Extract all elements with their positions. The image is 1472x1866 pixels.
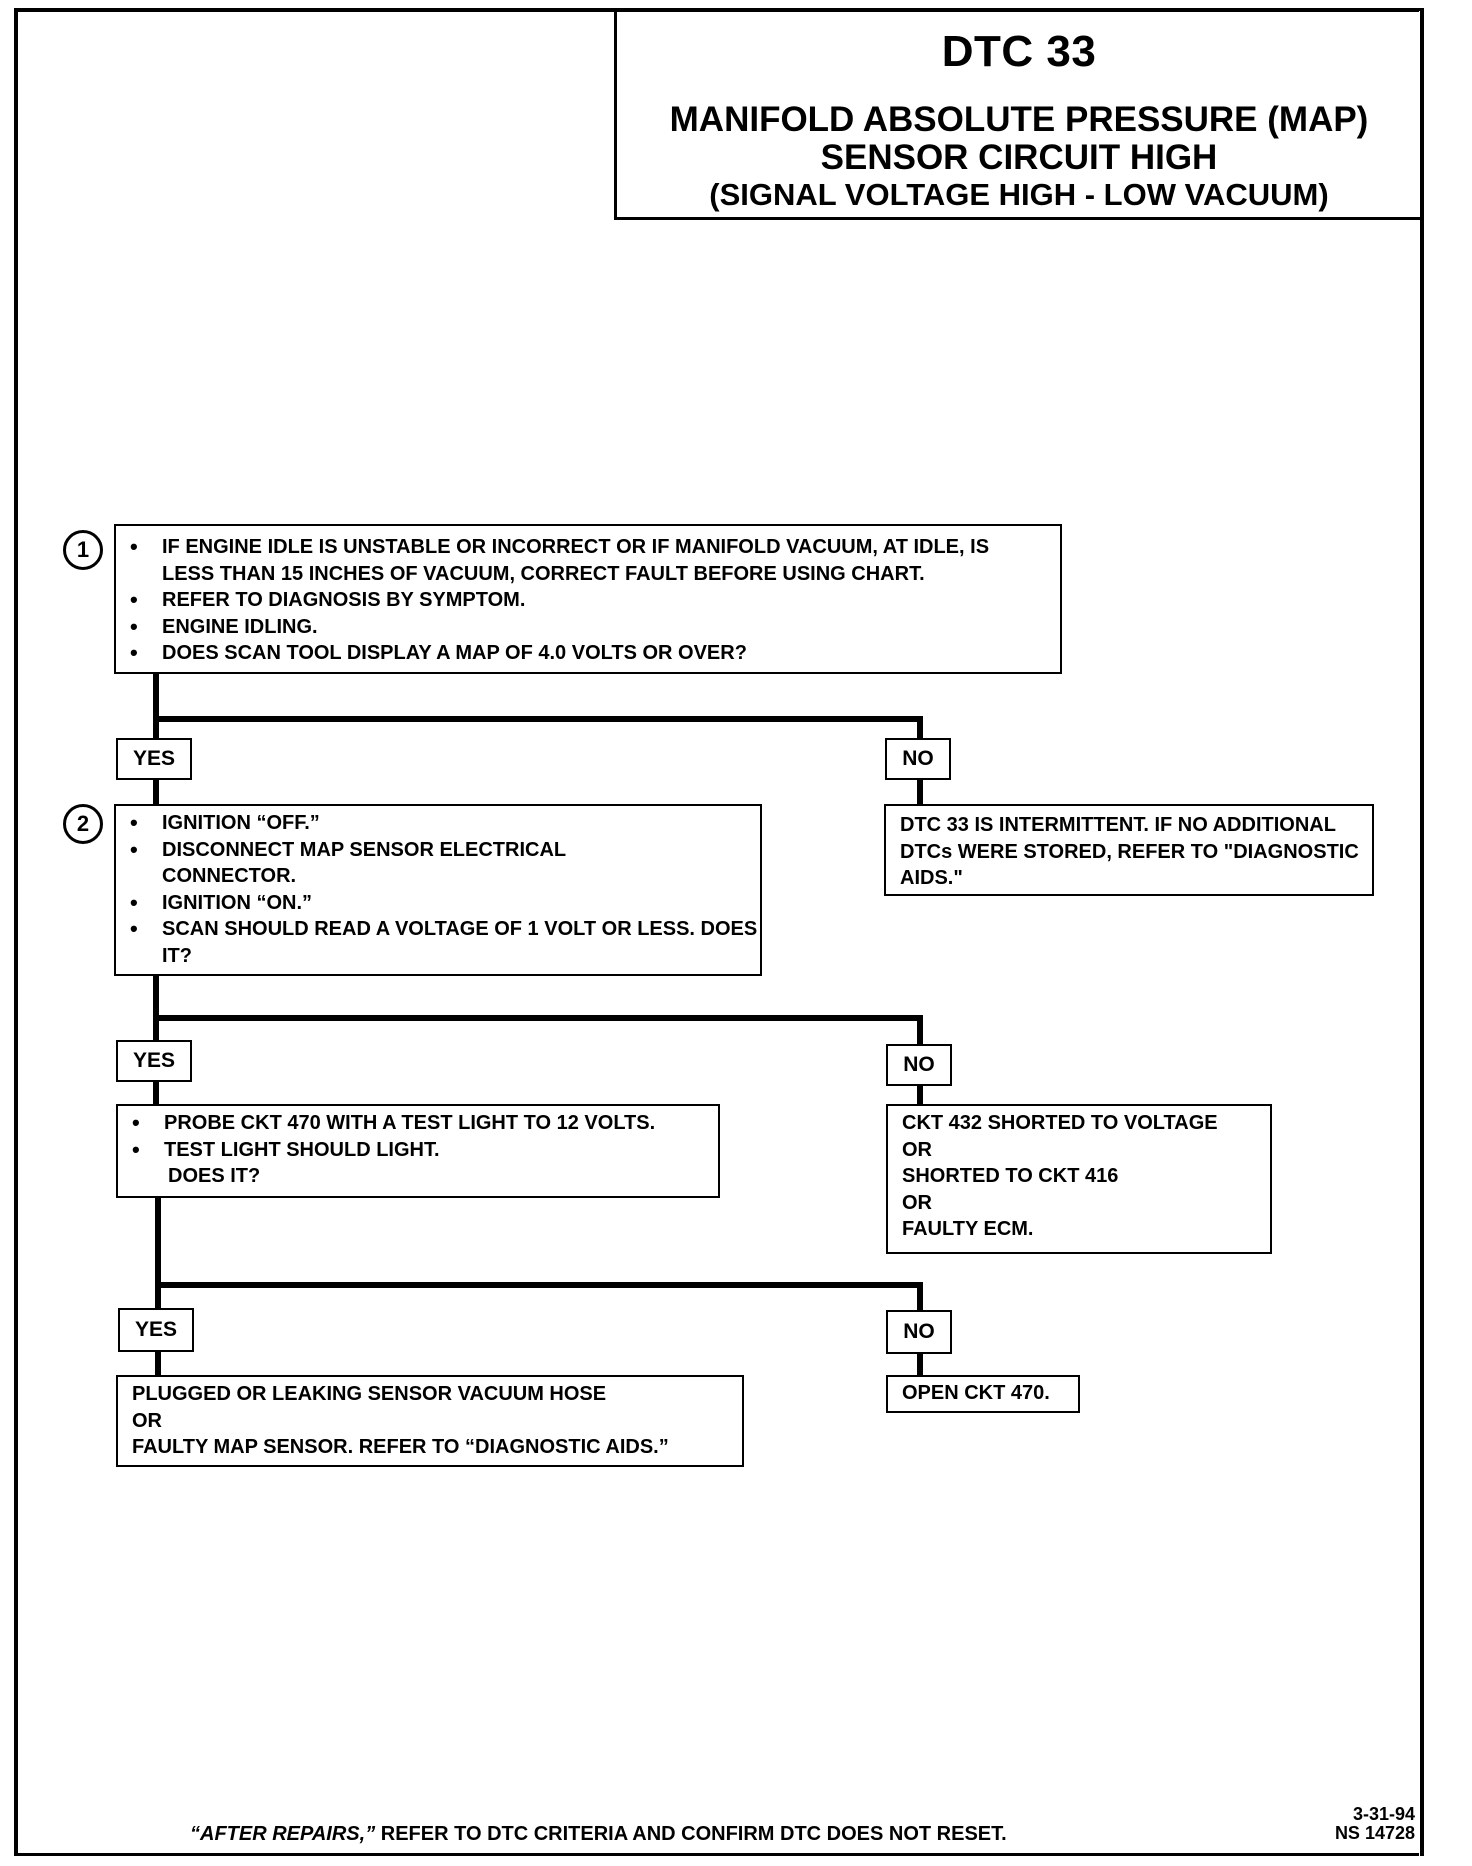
no-label-1: NO (885, 738, 951, 780)
no-2-line: OR (902, 1191, 932, 1214)
step-2-box: IGNITION “OFF.” DISCONNECT MAP SENSOR EL… (114, 804, 762, 976)
step-2-item: IGNITION “OFF.” (116, 810, 760, 837)
step-2-item: DISCONNECT MAP SENSOR ELECTRICAL CONNECT… (116, 837, 760, 890)
step-3-question: DOES IT? (168, 1165, 261, 1187)
document-date: 3-31-94 (1352, 1804, 1415, 1824)
after-repairs-text: REFER TO DTC CRITERIA AND CONFIRM DTC DO… (375, 1823, 1007, 1845)
step-2-item: IGNITION “ON.” (116, 890, 760, 917)
title-box: DTC 33 MANIFOLD ABSOLUTE PRESSURE (MAP) … (614, 8, 1424, 220)
step-1-item: REFER TO DIAGNOSIS BY SYMPTOM. (116, 587, 1060, 614)
step-1-marker: 1 (63, 530, 103, 570)
step-2-marker: 2 (63, 804, 103, 844)
step-3-item: PROBE CKT 470 WITH A TEST LIGHT TO 12 VO… (118, 1110, 718, 1137)
no-1-result-text: DTC 33 IS INTERMITTENT. IF NO ADDITIONAL… (900, 814, 1359, 889)
title-line-2: SENSOR CIRCUIT HIGH (820, 138, 1218, 177)
after-repairs-note: “AFTER REPAIRS,” REFER TO DTC CRITERIA A… (190, 1823, 1090, 1846)
title-line-1: MANIFOLD ABSOLUTE PRESSURE (MAP) (669, 100, 1369, 139)
document-code: 3-31-94 NS 14728 (1310, 1805, 1415, 1843)
yes-3-line: PLUGGED OR LEAKING SENSOR VACUUM HOSE (132, 1383, 607, 1405)
yes-3-result-box: PLUGGED OR LEAKING SENSOR VACUUM HOSE OR… (116, 1375, 744, 1467)
no-1-result-box: DTC 33 IS INTERMITTENT. IF NO ADDITIONAL… (884, 804, 1374, 896)
yes-label-2: YES (116, 1040, 192, 1082)
no-2-line: SHORTED TO CKT 416 (902, 1165, 1119, 1187)
step-2-item: SCAN SHOULD READ A VOLTAGE OF 1 VOLT OR … (116, 916, 760, 969)
title-line-3: (SIGNAL VOLTAGE HIGH - LOW VACUUM) (709, 177, 1329, 212)
no-2-line: CKT 432 SHORTED TO VOLTAGE (902, 1112, 1218, 1134)
no-2-line: FAULTY ECM. (902, 1218, 1034, 1240)
no-2-line: OR (902, 1138, 932, 1161)
no-3-result-text: OPEN CKT 470. (902, 1382, 1050, 1404)
no-label-3: NO (886, 1310, 952, 1354)
no-2-result-box: CKT 432 SHORTED TO VOLTAGE OR SHORTED TO… (886, 1104, 1272, 1254)
no-3-result-box: OPEN CKT 470. (886, 1375, 1080, 1413)
step-1-item: IF ENGINE IDLE IS UNSTABLE OR INCORRECT … (116, 534, 1060, 587)
yes-label-3: YES (118, 1308, 194, 1352)
page-frame-right (1420, 8, 1424, 1856)
no-label-2: NO (886, 1044, 952, 1086)
yes-3-line: OR (132, 1409, 162, 1432)
step-1-item: ENGINE IDLING. (116, 614, 1060, 641)
dtc-title: DTC 33 (941, 27, 1097, 76)
document-ref: NS 14728 (1334, 1823, 1415, 1843)
step-3-box: PROBE CKT 470 WITH A TEST LIGHT TO 12 VO… (116, 1104, 720, 1198)
step-3-item: TEST LIGHT SHOULD LIGHT. (118, 1137, 718, 1164)
yes-label-1: YES (116, 738, 192, 780)
step-1-box: IF ENGINE IDLE IS UNSTABLE OR INCORRECT … (114, 524, 1062, 674)
step-1-item: DOES SCAN TOOL DISPLAY A MAP OF 4.0 VOLT… (116, 640, 1060, 667)
after-repairs-emphasis: “AFTER REPAIRS,” (190, 1823, 376, 1845)
yes-3-line: FAULTY MAP SENSOR. REFER TO “DIAGNOSTIC … (132, 1436, 669, 1458)
